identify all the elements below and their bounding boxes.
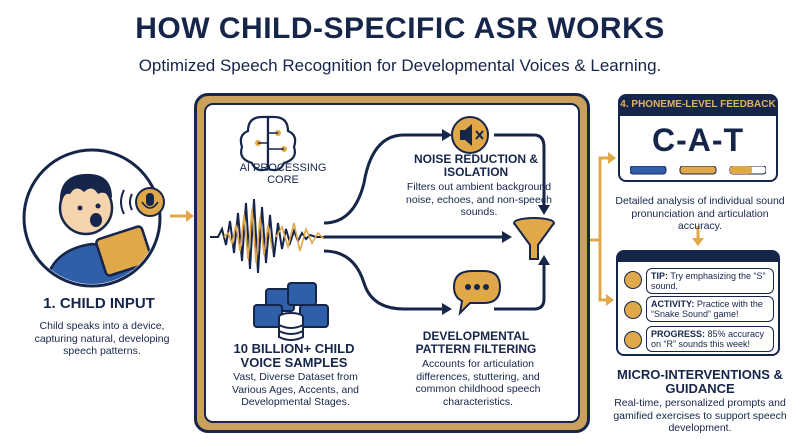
guidance-card-header-bar [618,252,778,262]
phoneme-feedback-header: 4. PHONEME-LEVEL FEEDBACK [620,99,776,110]
developmental-filtering-title: DEVELOPMENTAL PATTERN FILTERING [415,329,537,356]
processing-panel-graphics [210,115,555,341]
progress-text: 85% accuracy on “R” sounds this week! [651,329,765,350]
micro-interventions-title: MICRO-INTERVENTIONS & GUIDANCE [617,367,783,396]
developmental-filtering-description: Accounts for articulation differences, s… [415,358,541,408]
samples-description: Vast, Diverse Dataset from Various Ages,… [231,371,360,409]
brain-icon [239,115,297,172]
database-icon [253,282,329,341]
tip-label: TIP: [651,271,668,281]
activity-label: ACTIVITY: [651,299,695,309]
progress-icon [624,331,642,349]
child-input-title: 1. CHILD INPUT [43,295,155,312]
tip-item: TIP: Try emphasizing the “S” sound. [646,268,774,295]
flow-to-developmental [323,249,444,311]
waveform-graphic [210,198,325,274]
ai-core-title: AI PROCESSING CORE [239,162,327,186]
speaker-mute-icon [451,116,489,154]
arrow-to-feedback [598,156,610,240]
funnel-icon [513,217,555,260]
samples-title: 10 BILLION+ CHILD VOICE SAMPLES [233,341,355,370]
page-title: HOW CHILD-SPECIFIC ASR WORKS [135,12,665,45]
speech-bubble-icon [452,270,502,316]
flow-to-noise [323,133,444,225]
page-subtitle: Optimized Speech Recognition for Develop… [138,56,662,75]
lightbulb-icon [624,271,642,289]
micro-interventions-description: Real-time, personalized prompts and gami… [613,397,787,435]
noise-reduction-title: NOISE REDUCTION & ISOLATION [413,152,538,179]
progress-item: PROGRESS: 85% accuracy on “R” sounds thi… [646,326,774,353]
game-icon [624,301,642,319]
arrow-to-guidance [598,240,608,302]
phoneme-feedback-description: Detailed analysis of individual sound pr… [615,195,785,233]
phoneme-feedback-header-bar [620,96,776,116]
activity-text: Practice with the “Snake Sound” game! [651,299,763,320]
tip-text: Try emphasizing the “S” sound. [651,271,766,292]
child-illustration [22,148,165,288]
progress-label: PROGRESS: [651,329,706,339]
phoneme-score-bars [630,166,766,175]
child-input-description: Child speaks into a device, capturing na… [34,320,170,358]
activity-item: ACTIVITY: Practice with the “Snake Sound… [646,296,774,323]
phoneme-word: C-A-T [651,122,745,158]
noise-reduction-description: Filters out ambient background noise, ec… [406,181,552,219]
